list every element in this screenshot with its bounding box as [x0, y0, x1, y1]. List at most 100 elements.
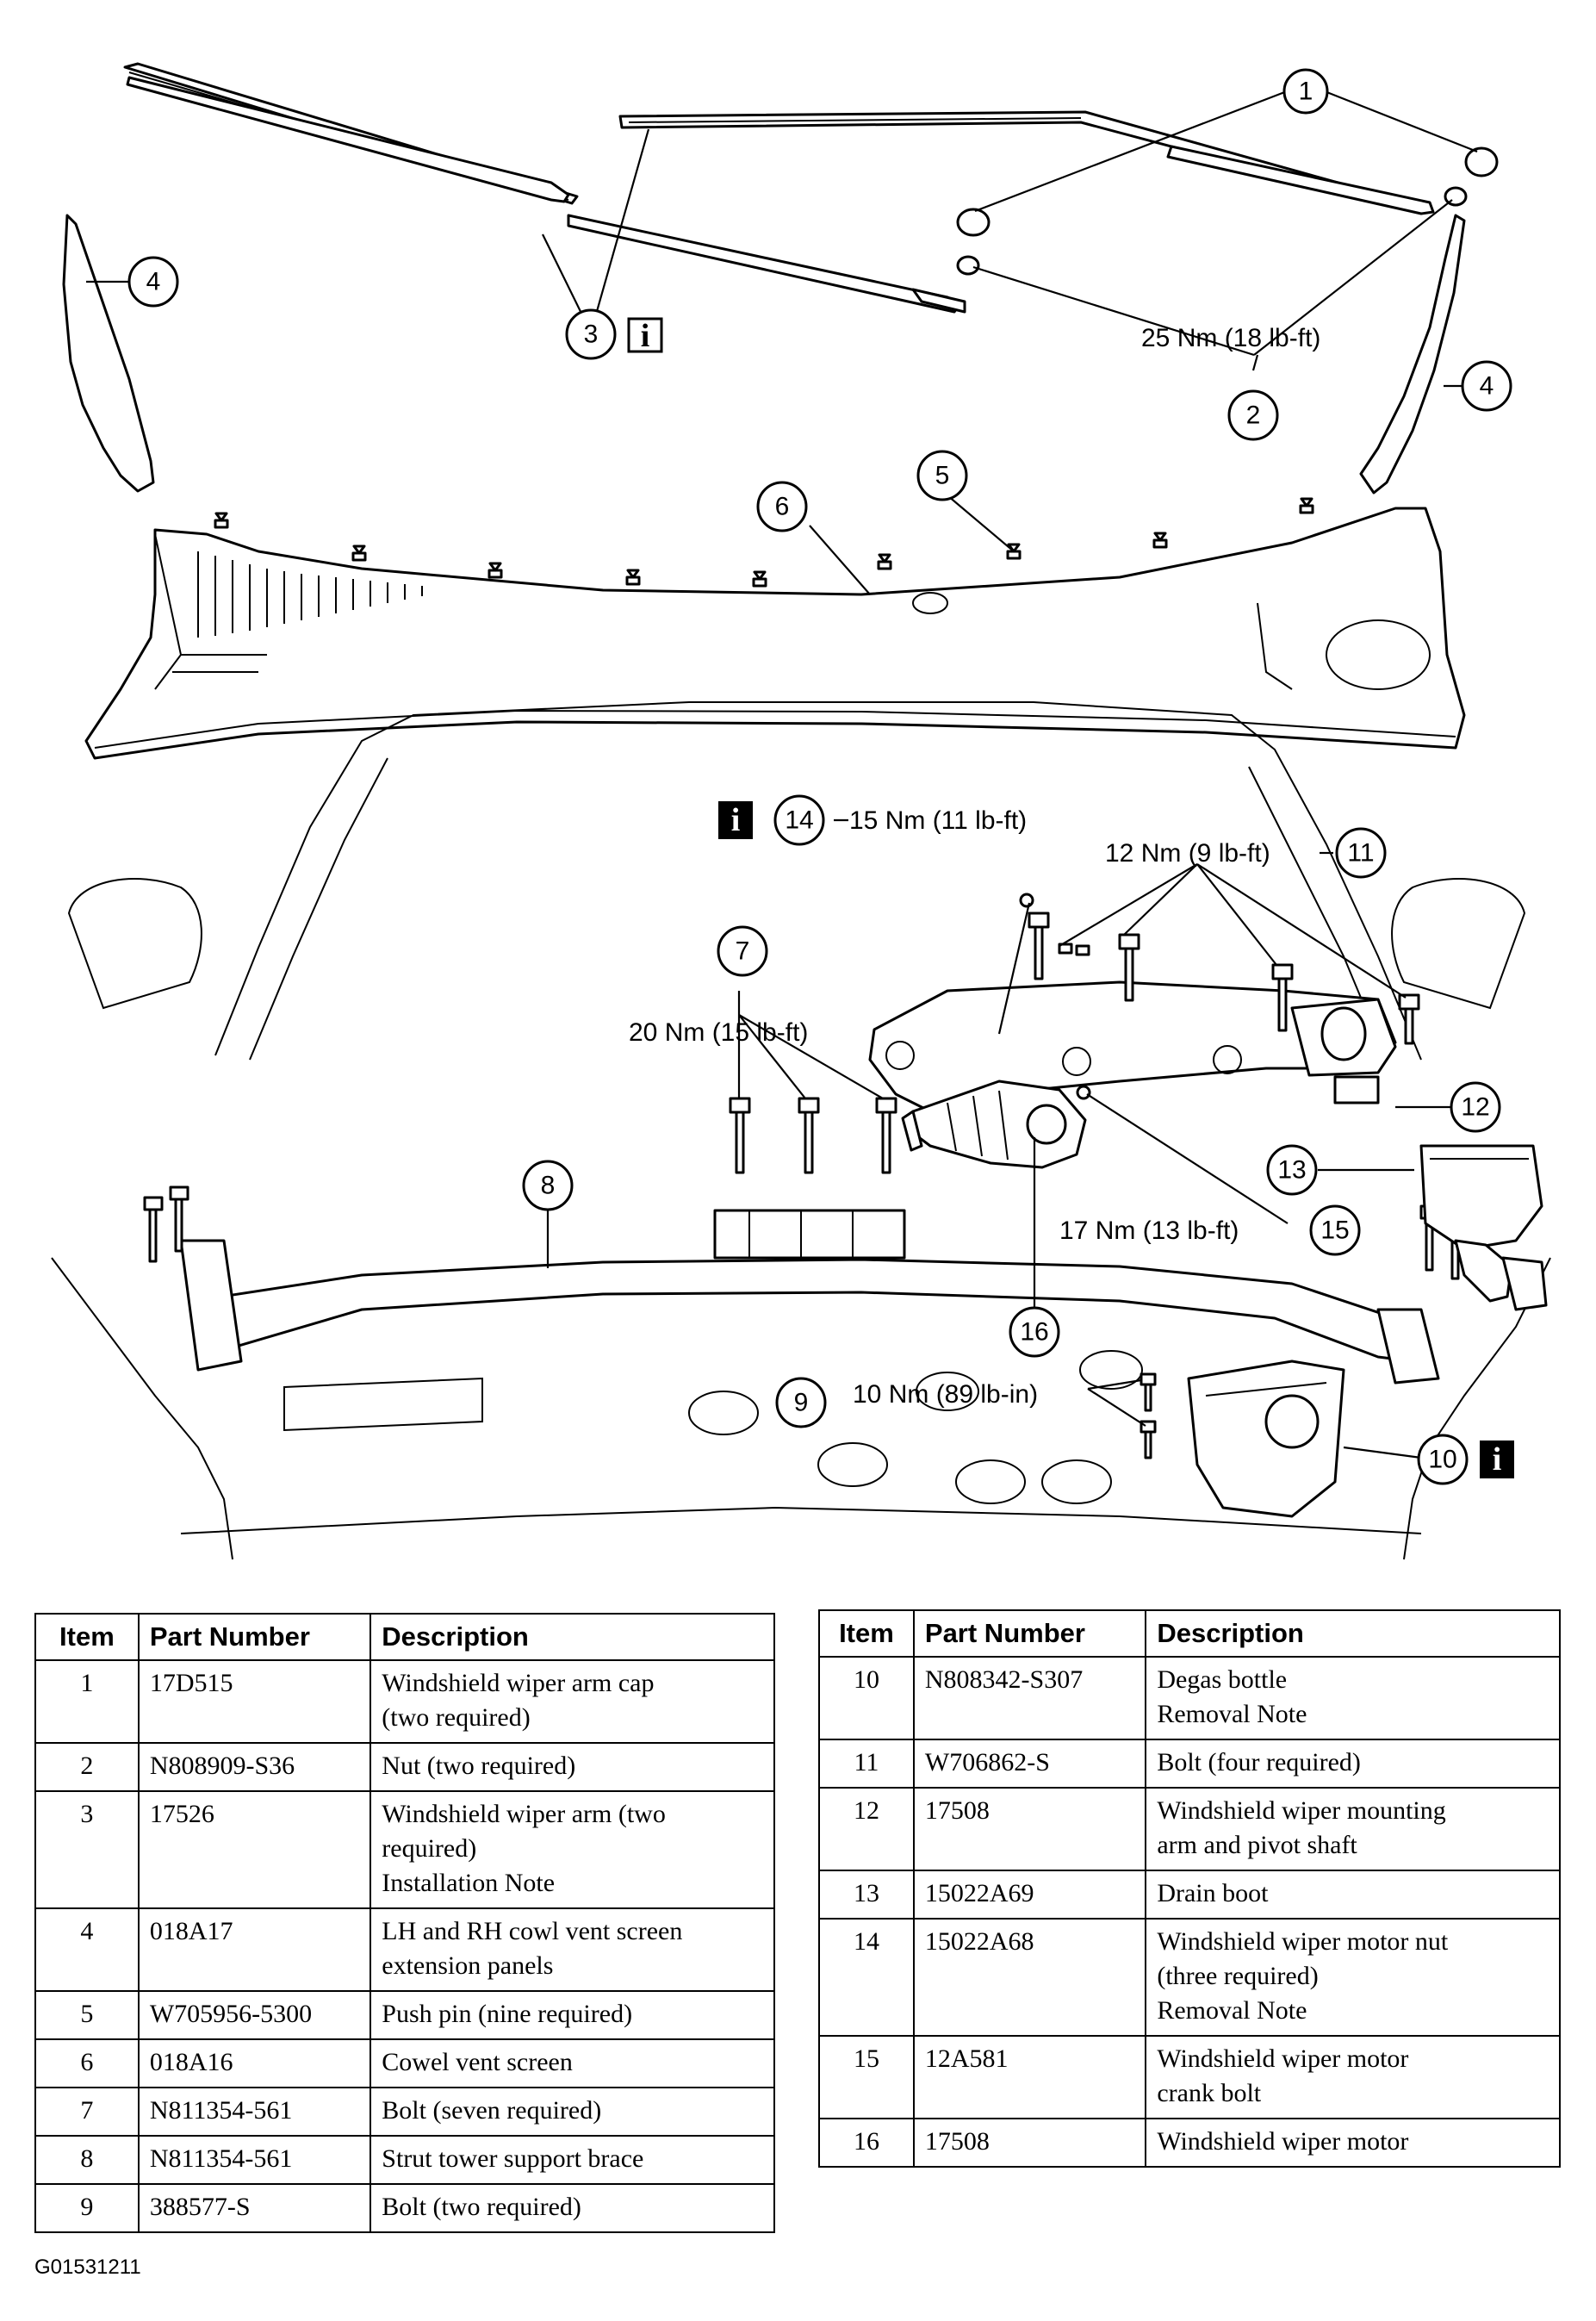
header-description: Description	[1145, 1609, 1561, 1658]
torque-spec-item-14: 15 Nm (11 lb-ft)	[849, 806, 1027, 835]
callout-4-rh: 4	[1461, 360, 1512, 412]
wiper-arm-cap-left	[956, 208, 991, 276]
description-line: Degas bottle	[1157, 1665, 1288, 1694]
description-line: Windshield wiper arm cap	[382, 1669, 655, 1697]
wiper-mounting-arm	[868, 980, 1397, 1113]
svg-text:i: i	[1493, 1441, 1502, 1478]
svg-text:16: 16	[1020, 1318, 1048, 1347]
callout-1: 1	[1282, 68, 1329, 115]
cell-part-number: 018A16	[137, 2038, 372, 2088]
callout-13: 13	[1266, 1144, 1318, 1196]
wiper-arm-right	[618, 110, 1435, 215]
header-part-number: Part Number	[137, 1613, 372, 1661]
table-header-row: Item Part Number Description	[34, 1613, 775, 1661]
cell-part-number: W705956-5300	[137, 1990, 372, 2040]
cell-item: 15	[818, 2035, 915, 2119]
table-header-row: Item Part Number Description	[818, 1609, 1561, 1658]
svg-text:i: i	[641, 318, 650, 354]
callout-3: 3	[565, 308, 617, 360]
exploded-view-diagram: i i i 1 2 3 4 4 5 6 7 8 9 10 11 12 13 14…	[51, 62, 1551, 1560]
description-line: Bolt (seven required)	[382, 2096, 602, 2125]
callout-2: 2	[1227, 389, 1279, 441]
cell-part-number: 12A581	[912, 2035, 1147, 2119]
description-line: Removal Note	[1157, 1996, 1307, 2025]
cell-item: 1	[34, 1659, 140, 1744]
description-line: Windshield wiper mounting	[1157, 1796, 1446, 1825]
cell-part-number: 388577-S	[137, 2183, 372, 2233]
cell-description: Windshield wiper motor	[1145, 2118, 1561, 2168]
cell-item: 12	[818, 1787, 915, 1871]
cell-part-number: 17D515	[137, 1659, 372, 1744]
strut-tower-brace	[179, 1239, 1440, 1385]
description-line: (two required)	[382, 1703, 531, 1732]
cell-item: 8	[34, 2135, 140, 2185]
callout-6: 6	[756, 481, 808, 532]
cell-item: 16	[818, 2118, 915, 2168]
cell-part-number: 15022A68	[912, 1918, 1147, 2037]
drain-boot	[1419, 1144, 1548, 1311]
svg-text:3: 3	[584, 320, 599, 349]
description-line: LH and RH cowl vent screen	[382, 1917, 683, 1945]
callout-15: 15	[1309, 1204, 1361, 1256]
description-line: Removal Note	[1157, 1700, 1307, 1728]
torque-spec-item-7: 20 Nm (15 lb-ft)	[629, 1018, 808, 1047]
wiper-arm-left	[123, 62, 966, 314]
callout-16: 16	[1009, 1306, 1060, 1358]
cell-item: 5	[34, 1990, 140, 2040]
description-line: Windshield wiper motor	[1157, 2044, 1409, 2073]
callout-12: 12	[1450, 1081, 1501, 1133]
cell-description: Windshield wiper arm cap (two required)	[370, 1659, 775, 1744]
description-line: Windshield wiper motor	[1157, 2127, 1409, 2156]
callout-7: 7	[717, 925, 768, 977]
torque-spec-item-2: 25 Nm (18 lb-ft)	[1141, 324, 1320, 352]
mounting-arm-bolts	[1019, 893, 1420, 1045]
cell-description: Nut (two required)	[370, 1742, 775, 1792]
vent-louvers	[172, 551, 423, 673]
description-line: (three required)	[1157, 1962, 1319, 1990]
cell-part-number: 17526	[137, 1790, 372, 1909]
cell-part-number: 018A17	[137, 1907, 372, 1992]
description-line: crank bolt	[1157, 2079, 1262, 2107]
callout-11: 11	[1335, 827, 1387, 879]
cell-item: 7	[34, 2087, 140, 2137]
cell-item: 6	[34, 2038, 140, 2088]
cell-part-number: N811354-561	[137, 2087, 372, 2137]
cell-item: 4	[34, 1907, 140, 1992]
cell-item: 10	[818, 1656, 915, 1740]
cell-part-number: 17508	[912, 1787, 1147, 1871]
svg-text:4: 4	[146, 268, 161, 296]
cell-description: Windshield wiper motor crank bolt	[1145, 2035, 1561, 2119]
cell-item: 11	[818, 1739, 915, 1789]
cell-item: 13	[818, 1870, 915, 1920]
cell-part-number: W706862-S	[912, 1739, 1147, 1789]
cell-item: 3	[34, 1790, 140, 1909]
header-item: Item	[34, 1613, 140, 1661]
cell-description: Strut tower support brace	[370, 2135, 775, 2185]
cell-part-number: 17508	[912, 2118, 1147, 2168]
svg-text:6: 6	[775, 493, 790, 521]
svg-text:5: 5	[935, 462, 950, 490]
svg-text:2: 2	[1246, 401, 1261, 430]
description-line: extension panels	[382, 1951, 554, 1980]
description-line: Installation Note	[382, 1869, 556, 1897]
cell-description: LH and RH cowl vent screen extension pane…	[370, 1907, 775, 1992]
cell-description: Windshield wiper motor nut(three require…	[1145, 1918, 1561, 2037]
cowl-extension-panel-rh	[1359, 214, 1466, 495]
